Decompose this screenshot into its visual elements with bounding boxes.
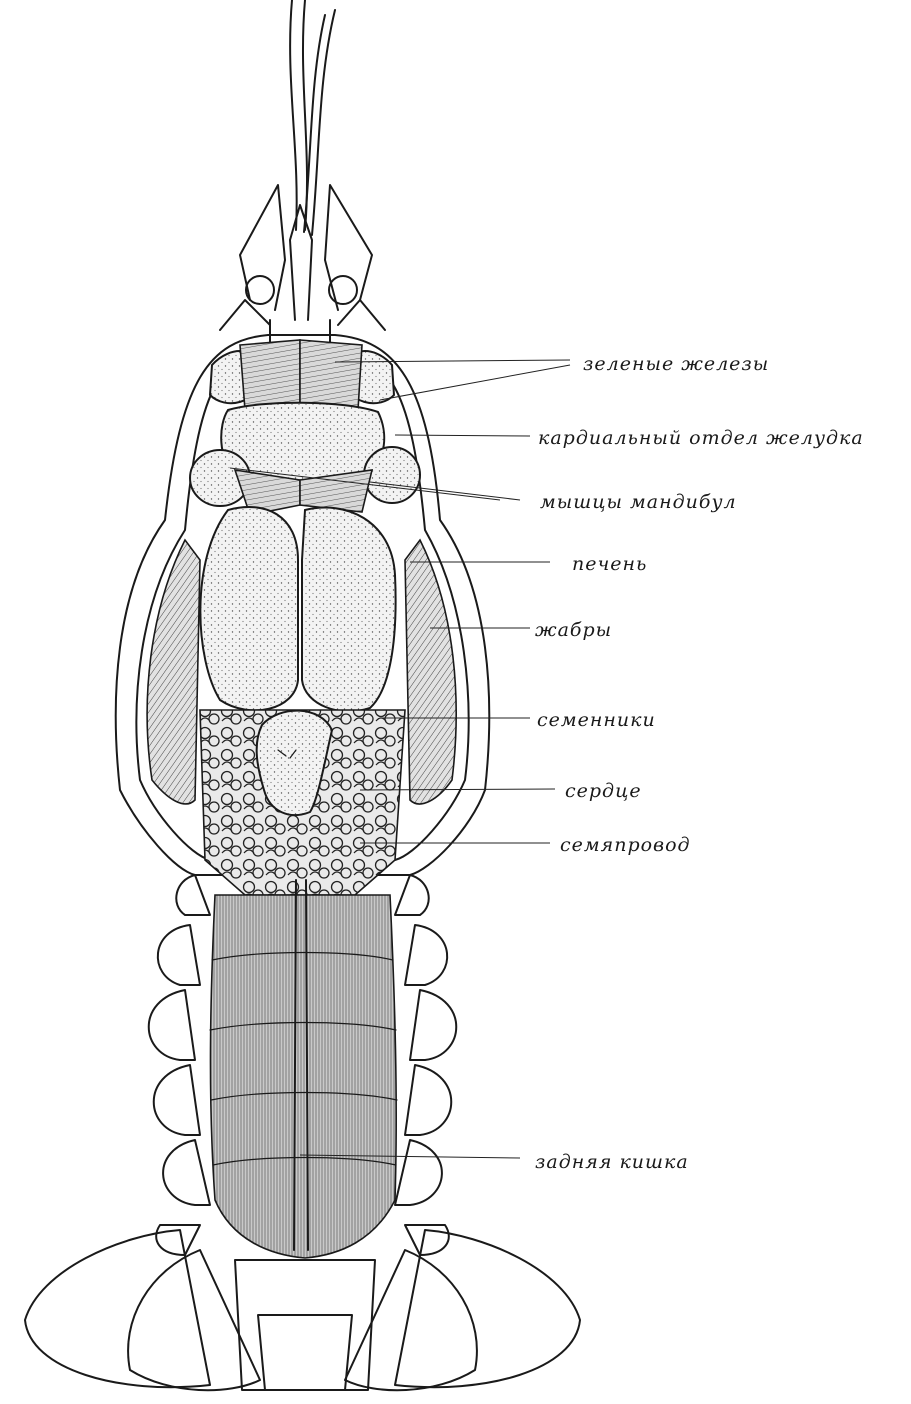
right-gills (405, 540, 456, 804)
label-green-glands: зеленые железы (583, 353, 769, 375)
label-hindgut: задняя кишка (535, 1151, 689, 1173)
green-glands (210, 340, 394, 410)
left-gills (147, 540, 200, 804)
left-eye (246, 276, 274, 304)
head-appendages (220, 185, 385, 345)
label-gills: жабры (535, 619, 612, 641)
liver (200, 507, 395, 711)
label-heart: сердце (565, 780, 642, 802)
label-cardiac-stomach: кардиальный отдел желудка (538, 427, 864, 449)
abdomen-musculature (210, 895, 396, 1258)
label-mandible-muscles: мышцы мандибул (540, 491, 737, 513)
label-testes: семенники (537, 709, 656, 731)
label-vas-deferens: семяпровод (560, 834, 691, 856)
label-liver: печень (572, 553, 647, 575)
